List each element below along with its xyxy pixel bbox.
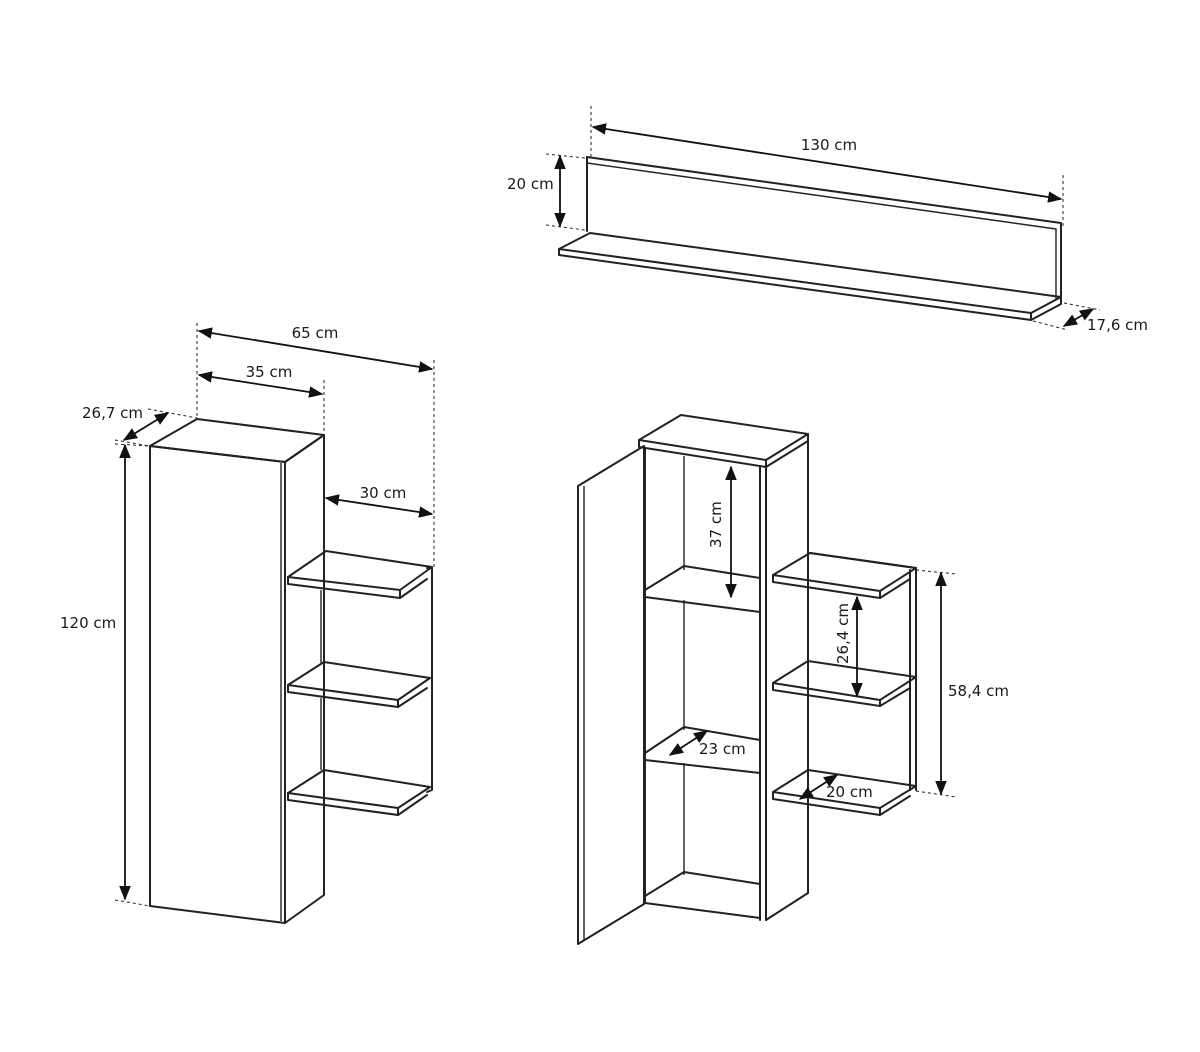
inner-shelf-depth-label: 23 cm	[699, 740, 746, 758]
shelf-depth-label: 17,6 cm	[1087, 316, 1148, 334]
side-unit-height-label: 58,4 cm	[948, 682, 1009, 700]
wall-shelf-dimensions: 130 cm 20 cm 17,6 cm	[507, 106, 1148, 334]
cabinet-depth-label: 26,7 cm	[82, 404, 143, 422]
shelf-height-label: 20 cm	[507, 175, 554, 193]
side-shelf-width-label: 30 cm	[360, 484, 407, 502]
side-shelf-depth-label: 20 cm	[826, 783, 873, 801]
open-cabinet-dimensions: 37 cm 26,4 cm 58,4 cm 23 cm 20 cm	[668, 465, 1009, 801]
open-cabinet-drawing	[577, 414, 917, 945]
closed-cabinet-drawing	[149, 418, 433, 924]
cabinet-width-label: 35 cm	[246, 363, 293, 381]
wall-shelf-drawing	[558, 156, 1062, 321]
total-width-label: 65 cm	[292, 324, 339, 342]
closed-cabinet-dimensions: 65 cm 35 cm 26,7 cm 30 cm 120 cm	[60, 323, 435, 907]
shelf-width-label: 130 cm	[801, 136, 857, 154]
side-shelf-spacing-label: 26,4 cm	[834, 603, 852, 664]
total-height-label: 120 cm	[60, 614, 116, 632]
inner-compartment-height-label: 37 cm	[707, 501, 725, 548]
